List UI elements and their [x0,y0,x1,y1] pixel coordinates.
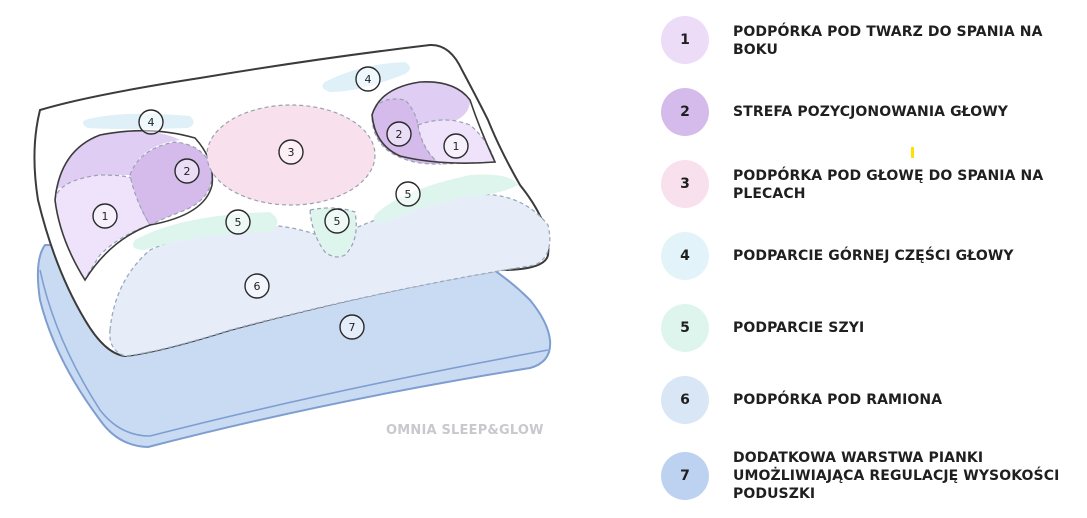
marker-3: 3 [278,139,304,165]
marker-2-left: 2 [174,158,200,184]
svg-text:7: 7 [349,321,356,334]
legend-item-1: 1 PODPÓRKA POD TWARZ DO SPANIA NA BOKU [661,16,1081,68]
svg-text:3: 3 [288,146,295,159]
marker-5-center: 5 [324,208,350,234]
marker-4-left: 4 [138,109,164,135]
legend-badge-6: 6 [661,376,709,424]
legend-badge-2: 2 [661,88,709,136]
legend-item-4: 4 PODPARCIE GÓRNEJ CZĘŚCI GŁOWY [661,232,1081,284]
marker-2-right: 2 [386,121,412,147]
legend-item-2: 2 STREFA POZYCJONOWANIA GŁOWY [661,88,1081,140]
marker-7: 7 [339,314,365,340]
marker-1-left: 1 [92,203,118,229]
svg-text:2: 2 [396,128,403,141]
marker-1-right: 1 [443,133,469,159]
svg-text:2: 2 [184,165,191,178]
legend-badge-1: 1 [661,16,709,64]
svg-text:4: 4 [365,73,372,86]
svg-text:5: 5 [405,188,412,201]
right-zones [371,81,497,165]
marker-5-left: 5 [225,209,251,235]
legend-label-1: PODPÓRKA POD TWARZ DO SPANIA NA BOKU [733,24,1043,58]
yellow-mark [911,147,914,158]
svg-text:1: 1 [102,210,109,223]
svg-text:6: 6 [254,280,261,293]
marker-4-right: 4 [355,66,381,92]
svg-text:5: 5 [334,215,341,228]
marker-5-right: 5 [395,181,421,207]
legend-label-7: DODATKOWA WARSTWA PIANKI UMOŻLIWIAJĄCA R… [733,450,1060,502]
legend-label-4: PODPARCIE GÓRNEJ CZĘŚCI GŁOWY [733,248,1014,264]
legend-badge-3: 3 [661,160,709,208]
legend-badge-5: 5 [661,304,709,352]
legend-label-3: PODPÓRKA POD GŁOWĘ DO SPANIA NA PLECACH [733,168,1044,202]
svg-text:5: 5 [235,216,242,229]
legend-item-7: 7 DODATKOWA WARSTWA PIANKI UMOŻLIWIAJĄCA… [661,450,1081,504]
legend-label-2: STREFA POZYCJONOWANIA GŁOWY [733,104,1009,120]
legend-item-3: 3 PODPÓRKA POD GŁOWĘ DO SPANIA NA PLECAC… [661,160,1081,212]
marker-6: 6 [244,273,270,299]
pillow-illustration: 1 1 2 2 3 4 4 5 5 5 6 7 [33,43,552,449]
svg-text:4: 4 [148,116,155,129]
legend-label-6: PODPÓRKA POD RAMIONA [733,392,943,408]
brand-label: OMNIA SLEEP&GLOW [386,423,544,438]
legend-badge-7: 7 [661,452,709,500]
legend-item-6: 6 PODPÓRKA POD RAMIONA [661,376,1081,428]
legend-label-5: PODPARCIE SZYI [733,320,865,336]
legend-item-5: 5 PODPARCIE SZYI [661,304,1081,356]
zone-5-right-strip [373,174,518,223]
svg-text:1: 1 [453,140,460,153]
legend-badge-4: 4 [661,232,709,280]
